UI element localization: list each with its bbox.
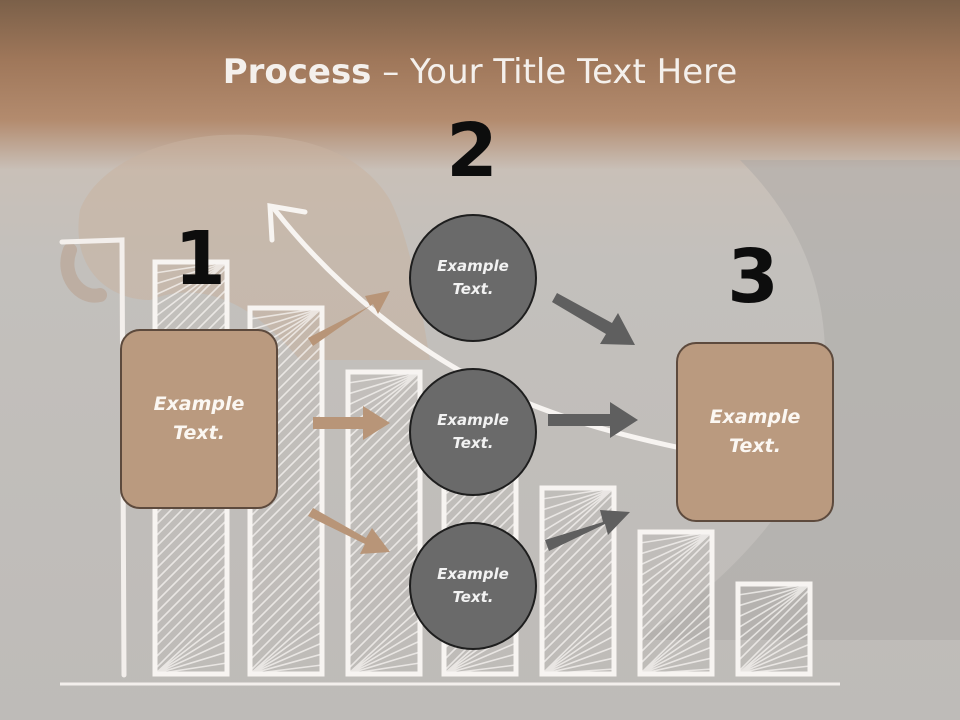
circle-middle[interactable]: Example Text.: [409, 368, 537, 496]
arrow-middle-to-right: [548, 402, 638, 438]
circle-bottom[interactable]: Example Text.: [409, 522, 537, 650]
sketch-bar-hatch: [348, 372, 420, 674]
step-number-2: 2: [446, 108, 498, 194]
sketch-bar-hatch: [542, 488, 614, 674]
sketch-bar-hatch: [738, 584, 810, 674]
title-rest: – Your Title Text Here: [371, 52, 738, 92]
right-box-label: Example Text.: [709, 406, 801, 457]
arrow-left-to-bottom: [308, 508, 390, 554]
arrow-top-to-right: [552, 293, 635, 345]
right-text-box[interactable]: Example Text.: [676, 342, 834, 522]
title-bold: Process: [222, 52, 372, 92]
hand-silhouette: [78, 134, 430, 360]
arrow-left-to-top: [308, 291, 390, 346]
circle-top-label: Example Text.: [437, 257, 509, 298]
step-number-1: 1: [174, 216, 226, 302]
circle-bottom-label: Example Text.: [437, 565, 509, 606]
arrow-left-to-middle: [313, 406, 390, 440]
left-text-box[interactable]: Example Text.: [120, 329, 278, 509]
circle-top[interactable]: Example Text.: [409, 214, 537, 342]
circle-middle-label: Example Text.: [437, 411, 509, 452]
sketch-bar-hatch: [250, 308, 322, 674]
step-number-3: 3: [727, 234, 779, 320]
slide-title: Process – Your Title Text Here: [0, 52, 960, 92]
left-box-label: Example Text.: [153, 393, 245, 444]
sketch-bar-hatch: [640, 532, 712, 674]
arrow-bottom-to-right: [545, 510, 630, 551]
